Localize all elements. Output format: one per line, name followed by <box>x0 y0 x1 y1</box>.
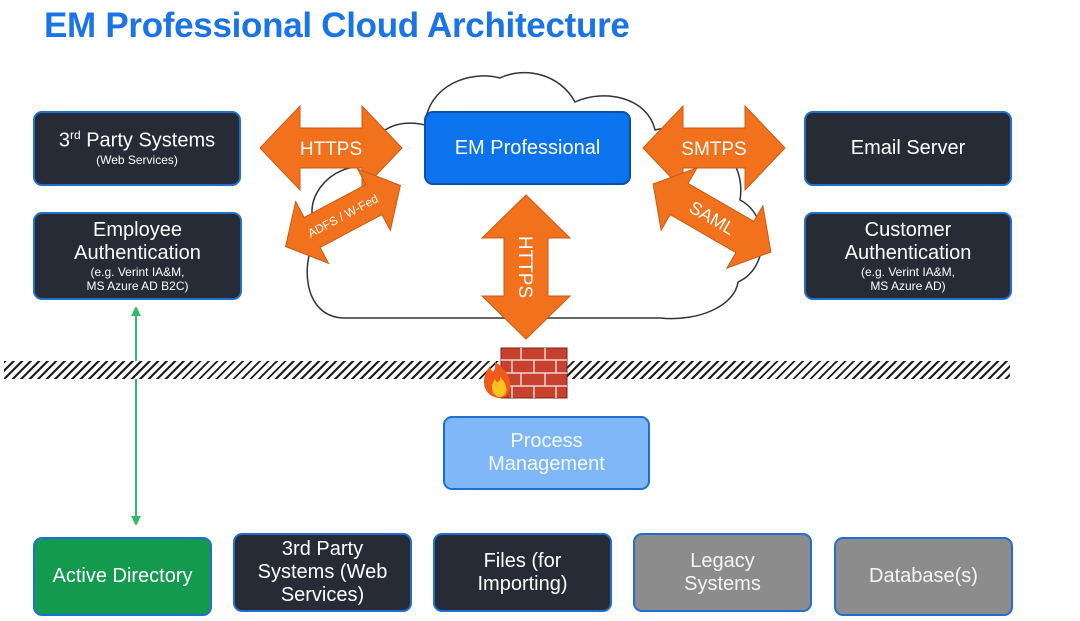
em-professional-label: EM Professional <box>454 136 601 159</box>
employee-auth-box: Employee Authentication (e.g. Verint IA&… <box>33 212 242 300</box>
third-party-ws-box: 3rd Party Systems (Web Services) <box>233 533 412 612</box>
email-server-box: Email Server <box>804 111 1012 186</box>
third-party-systems-sub: (Web Services) <box>96 153 178 168</box>
employee-auth-label: Employee Authentication <box>74 218 201 264</box>
customer-auth-sub2: MS Azure AD) <box>870 279 946 293</box>
employee-auth-sub2: MS Azure AD B2C) <box>86 279 189 293</box>
smtps-label: SMTPS <box>681 139 746 160</box>
process-management-label: Process Management <box>488 430 605 475</box>
https-left-label: HTTPS <box>300 139 362 160</box>
employee-auth-sub1: (e.g. Verint IA&M, <box>90 264 185 279</box>
database-label: Database(s) <box>869 565 978 587</box>
files-label: Files (for Importing) <box>477 549 568 595</box>
customer-auth-sub1: (e.g. Verint IA&M, <box>860 264 956 279</box>
active-directory-box: Active Directory <box>33 537 212 616</box>
https-left-arrow <box>259 104 403 192</box>
third-party-systems-label: 3rd Party Systems <box>58 128 216 153</box>
third-party-systems-box: 3rd Party Systems (Web Services) <box>33 111 241 186</box>
page-title: EM Professional Cloud Architecture <box>44 6 630 45</box>
active-directory-label: Active Directory <box>52 565 193 587</box>
database-box: Database(s) <box>834 537 1013 616</box>
legacy-systems-label: Legacy Systems <box>684 549 761 595</box>
customer-auth-box: Customer Authentication (e.g. Verint IA&… <box>804 212 1012 300</box>
third-party-ws-label: 3rd Party Systems (Web Services) <box>257 538 388 606</box>
legacy-systems-box: Legacy Systems <box>633 533 812 612</box>
https-down-arrow <box>480 194 572 340</box>
files-box: Files (for Importing) <box>433 533 612 612</box>
customer-auth-label: Customer Authentication <box>844 218 972 264</box>
https-down-label: HTTPS <box>514 236 535 298</box>
process-management-box: Process Management <box>443 416 650 490</box>
firewall-line <box>4 361 1010 379</box>
em-professional-box: EM Professional <box>424 111 631 185</box>
active-directory-connector <box>131 306 141 526</box>
email-server-label: Email Server <box>850 137 966 159</box>
